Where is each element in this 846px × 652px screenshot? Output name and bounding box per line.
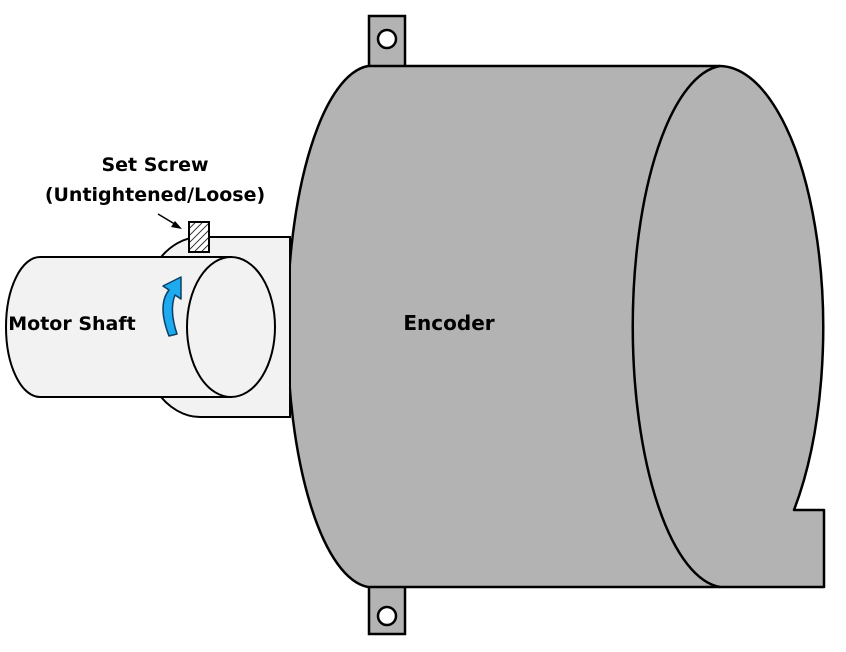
encoder-label: Encoder <box>403 311 494 335</box>
motor-shaft-label: Motor Shaft <box>8 313 135 335</box>
set-screw <box>188 221 210 253</box>
rotation-arrow-icon <box>162 276 182 337</box>
bottom-mounting-tab <box>367 580 407 636</box>
set-screw-label: Set Screw <box>101 154 208 176</box>
set-screw-leader-arrow <box>157 213 182 229</box>
top-mounting-tab <box>367 14 407 70</box>
encoder-body <box>286 64 826 589</box>
set-screw-sublabel: (Untightened/Loose) <box>45 184 265 206</box>
